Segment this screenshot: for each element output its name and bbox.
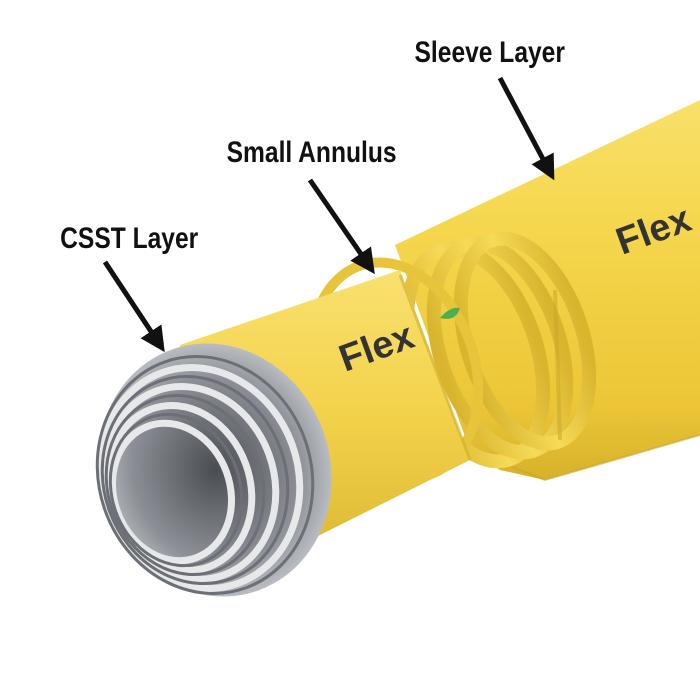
sleeve-layer-label: Sleeve Layer xyxy=(415,35,566,69)
leaf-icon xyxy=(440,307,460,319)
csst-layer-label: CSST Layer xyxy=(60,221,198,255)
small-annulus-label: Small Annulus xyxy=(227,135,397,169)
annulus-arrow-icon xyxy=(307,178,375,275)
sleeve-arrow-icon xyxy=(497,76,555,181)
csst-arrow-icon xyxy=(102,260,165,353)
steel-tube xyxy=(95,343,332,597)
